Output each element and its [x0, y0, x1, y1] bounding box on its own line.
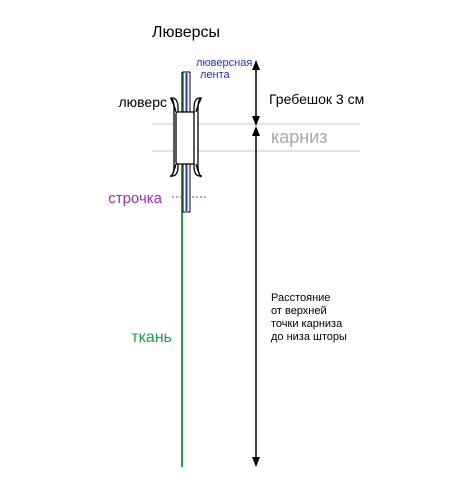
distance-label-line-2: от верхней: [271, 305, 327, 317]
stitch-label: строчка: [108, 190, 162, 207]
grommet-label: люверс: [118, 94, 167, 110]
distance-label-line-3: точки карниза: [271, 318, 343, 330]
diagram-title: Люверсы: [152, 24, 220, 41]
distance-label-line-4: до низа шторы: [271, 331, 347, 343]
comb-label: Гребешок 3 см: [269, 91, 364, 107]
curtain-length-arrow: [252, 126, 260, 467]
distance-label-line-1: Расстояние: [271, 292, 330, 304]
tape-label-line-2: лента: [200, 69, 231, 81]
cornice-label: карниз: [271, 127, 328, 147]
grommet-shape: [169, 97, 203, 178]
fabric-label: ткань: [131, 329, 172, 346]
tape-label-line-1: люверсная: [196, 57, 252, 69]
comb-height-arrow: [252, 60, 260, 126]
